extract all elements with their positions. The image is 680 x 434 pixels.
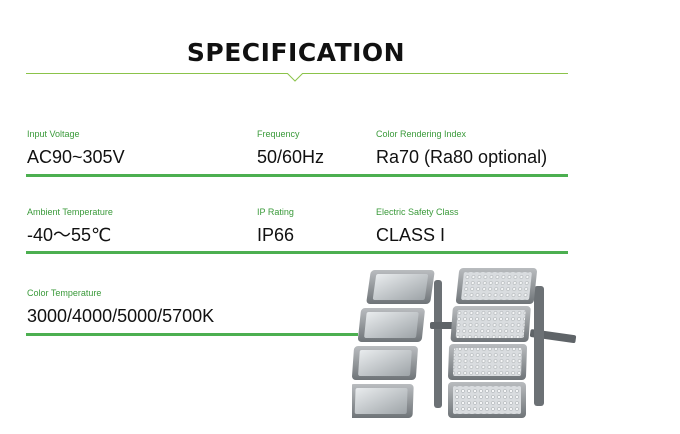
spec-color-rendering-index: Color Rendering Index Ra70 (Ra80 optiona… [376, 129, 547, 168]
spec-ambient-temperature: Ambient Temperature -40〜55℃ [27, 207, 113, 246]
spec-value: AC90~305V [27, 147, 125, 167]
spec-value: 3000/4000/5000/5700K [27, 306, 215, 326]
spec-electric-safety-class: Electric Safety Class CLASS I [376, 207, 459, 246]
spec-label: Input Voltage [27, 129, 80, 139]
spec-label: Ambient Temperature [27, 207, 113, 217]
spec-label: Color Temperature [27, 288, 102, 298]
page-title: SPECIFICATION [186, 38, 406, 67]
spec-frequency: Frequency 50/60Hz [257, 129, 324, 168]
spec-label: IP Rating [257, 207, 294, 217]
row-divider [26, 333, 358, 336]
spec-input-voltage: Input Voltage AC90~305V [27, 129, 125, 168]
row-divider [26, 251, 568, 254]
spec-value: Ra70 (Ra80 optional) [376, 147, 548, 167]
spec-value: IP66 [257, 225, 295, 245]
spec-label: Color Rendering Index [376, 129, 467, 139]
spec-label: Frequency [257, 129, 300, 139]
spec-label: Electric Safety Class [376, 207, 459, 217]
spec-value: 50/60Hz [257, 147, 325, 167]
divider-notch-icon [287, 73, 303, 82]
led-flood-light-product-image [352, 268, 577, 418]
spec-color-temperature: Color Temperature 3000/4000/5000/5700K [27, 288, 214, 327]
spec-value: -40〜55℃ [27, 225, 112, 245]
spec-ip-rating: IP Rating IP66 [257, 207, 294, 246]
spec-value: CLASS I [376, 225, 446, 245]
row-divider [26, 174, 568, 177]
